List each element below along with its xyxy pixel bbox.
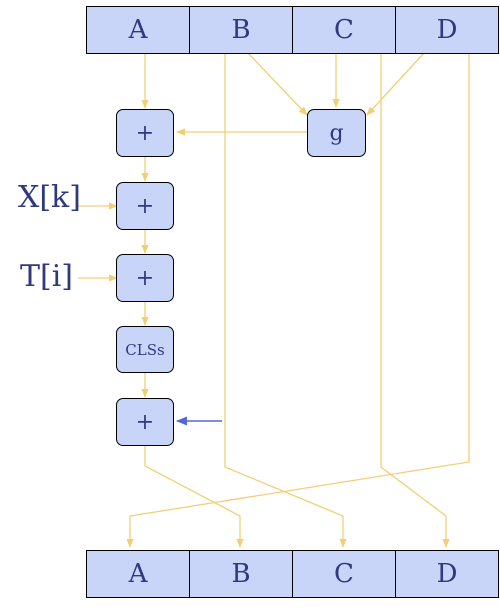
wire-c-to-new-d [380,53,450,548]
wire-add4-to-new-b [144,446,244,548]
wire-d-to-new-a [126,53,470,548]
wire-d-to-g [366,52,425,116]
bottom-register-c: C [292,550,396,598]
function-g-box: g [307,109,366,157]
top-register-a: A [86,6,190,54]
adder-1: + [116,109,174,157]
top-register-d: D [395,6,499,54]
adder-4: + [116,398,174,446]
adder-3: + [116,254,174,302]
constant-label: T[i] [20,258,74,294]
top-register-b: B [189,6,293,54]
adder-2: + [116,182,174,230]
top-register-c: C [292,6,396,54]
bottom-register-b: B [189,550,293,598]
bottom-register-a: A [86,550,190,598]
bottom-register-d: D [395,550,499,598]
message-word-label: X[k] [18,179,81,215]
circular-left-shift-box: CLSs [116,326,174,373]
wire-b-to-g [247,52,308,116]
